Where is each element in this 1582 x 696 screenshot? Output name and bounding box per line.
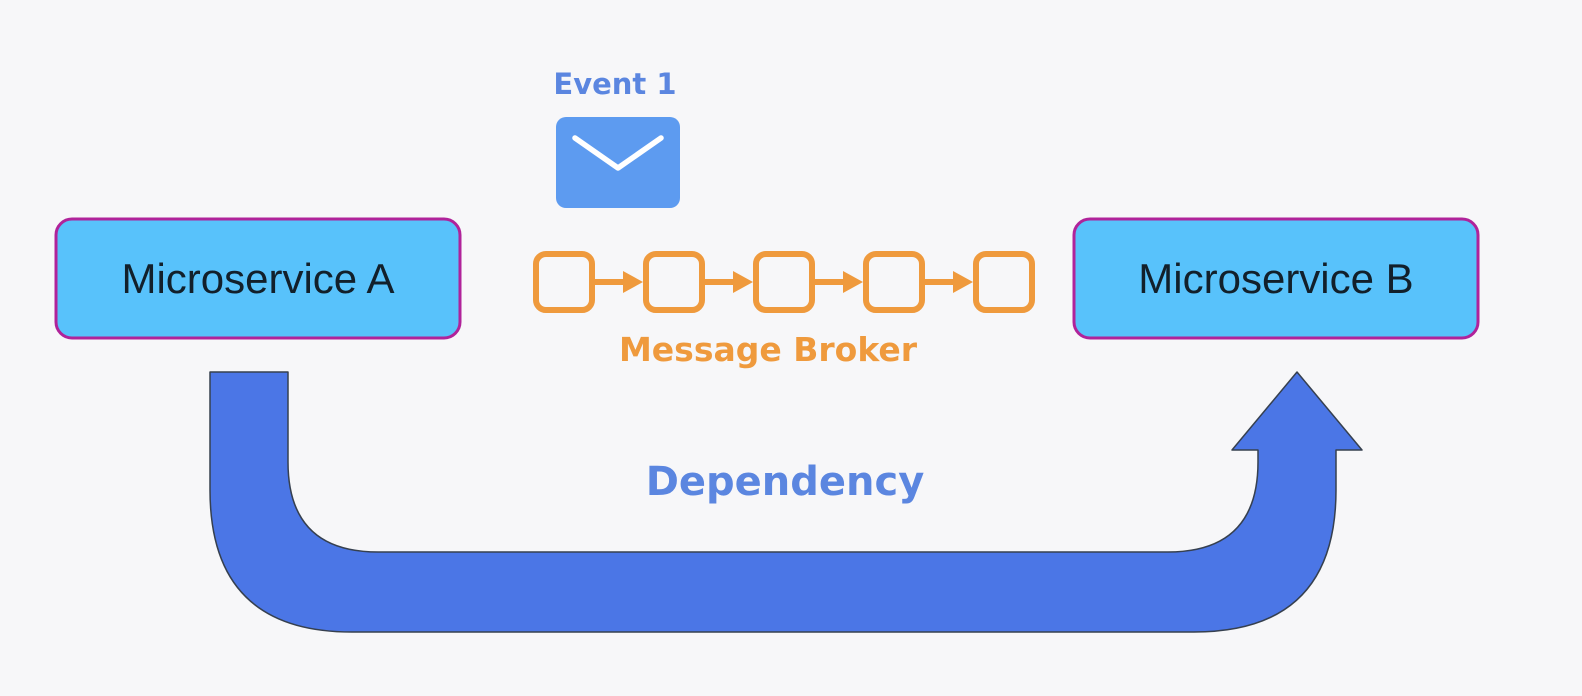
envelope-icon	[556, 117, 680, 208]
queue-slot	[753, 251, 815, 313]
message-broker-queue	[533, 251, 1035, 313]
queue-slot	[643, 251, 705, 313]
microservice-a-label: Microservice A	[121, 255, 394, 302]
queue-link-arrow	[595, 271, 643, 293]
dependency-arrow	[209, 371, 1363, 633]
queue-link-arrow	[815, 271, 863, 293]
microservice-b-label: Microservice B	[1138, 255, 1413, 302]
message-broker-label: Message Broker	[619, 330, 918, 369]
queue-link-arrow	[925, 271, 973, 293]
microservice-a[interactable]: Microservice A	[54, 217, 462, 340]
queue-link-arrow	[705, 271, 753, 293]
event-label: Event 1	[553, 67, 676, 101]
queue-slot	[973, 251, 1035, 313]
microservice-b[interactable]: Microservice B	[1072, 217, 1480, 340]
queue-slot	[863, 251, 925, 313]
queue-slot	[533, 251, 595, 313]
dependency-label: Dependency	[646, 459, 925, 505]
